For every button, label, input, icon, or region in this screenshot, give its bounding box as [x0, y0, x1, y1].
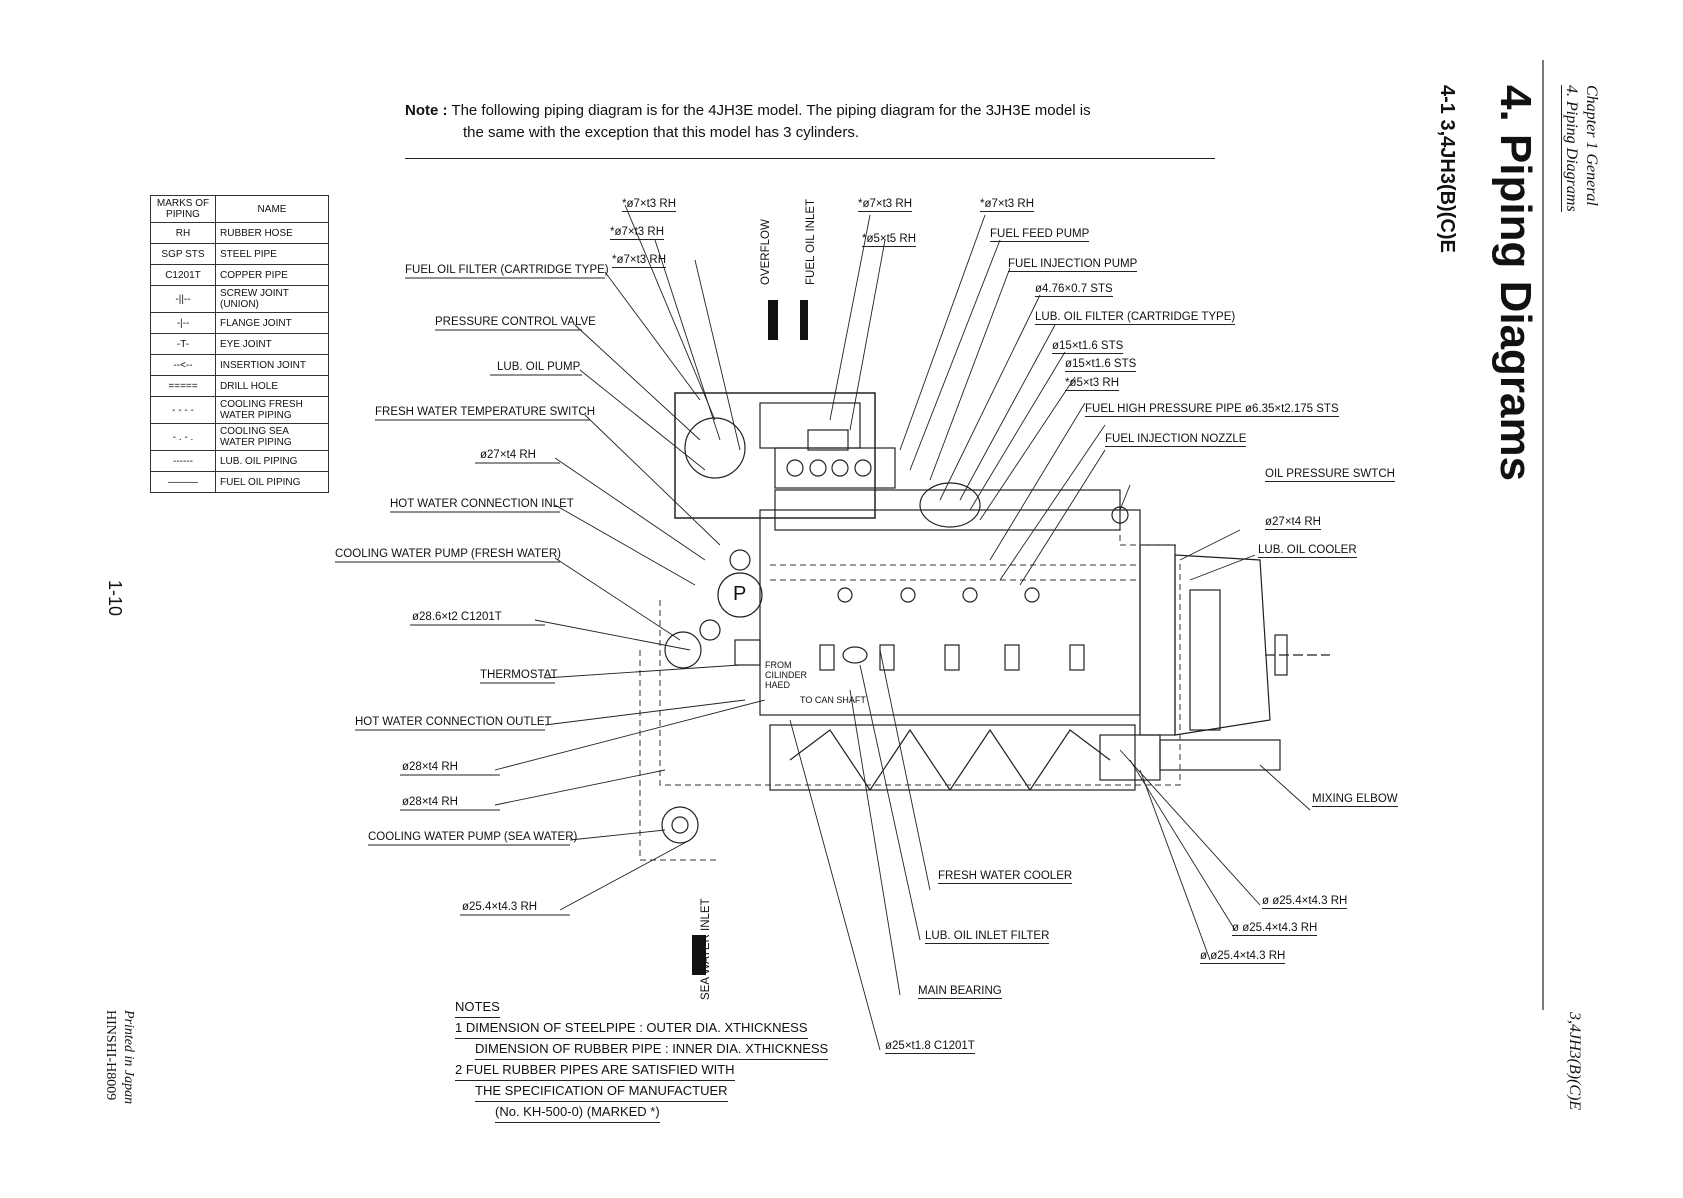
note-line2: the same with the exception that this mo…: [463, 124, 860, 141]
legend-row: -T-EYE JOINT: [150, 333, 329, 355]
label-cooling-pump-fresh: COOLING WATER PUMP (FRESH WATER): [335, 548, 561, 560]
page-number: 1-10: [105, 580, 125, 617]
page-title: 4. Piping Diagrams: [1491, 85, 1540, 482]
label-hot-water-outlet: HOT WATER CONNECTION OUTLET: [355, 716, 552, 728]
engine-block: [759, 509, 1141, 716]
legend-row: ———FUEL OIL PIPING: [150, 471, 329, 493]
label-top-7x3-d: *ø7×t3 RH: [858, 198, 913, 212]
label-pipe-25-4-r3: ø ø25.4×t4.3 RH: [1200, 950, 1286, 964]
label-pressure-control-valve: PRESSURE CONTROL VALVE: [435, 316, 596, 328]
label-pipe-27x4-left: ø27×t4 RH: [480, 449, 536, 461]
label-fuel-oil-inlet: FUEL OIL INLET: [805, 198, 817, 285]
label-top-7x3-a: *ø7×t3 RH: [622, 198, 677, 212]
label-overflow: OVERFLOW: [760, 219, 772, 285]
label-pipe-25-4-r1: ø ø25.4×t4.3 RH: [1262, 895, 1348, 909]
notes-line2: DIMENSION OF RUBBER PIPE : INNER DIA. XT…: [475, 1039, 829, 1060]
note-line1: The following piping diagram is for the …: [451, 102, 1091, 119]
label-top-7x3-c: *ø7×t3 RH: [612, 254, 667, 268]
printed-in: Printed in Japan: [121, 1010, 136, 1105]
label-sea-water-inlet: SEA WATER INLET: [700, 898, 712, 1000]
note-prefix: Note :: [405, 102, 448, 119]
label-lub-oil-pump: LUB. OIL PUMP: [497, 361, 581, 373]
label-fuel-injection-nozzle: FUEL INJECTION NOZZLE: [1105, 433, 1247, 447]
notes-block: NOTES 1 DIMENSION OF STEELPIPE : OUTER D…: [455, 997, 829, 1123]
label-fuel-high-pressure: FUEL HIGH PRESSURE PIPE ø6.35×t2.175 STS: [1085, 403, 1339, 417]
legend-row: =====DRILL HOLE: [150, 375, 329, 397]
label-p-symbol: P: [733, 583, 747, 605]
label-lub-oil-inlet-filter: LUB. OIL INLET FILTER: [925, 930, 1050, 944]
label-to-cam-shaft: TO CAN SHAFT: [800, 695, 866, 705]
label-fuel-oil-filter: FUEL OIL FILTER (CARTRIDGE TYPE): [405, 264, 609, 276]
page-subtitle: 4-1 3,4JH3(B)(C)E: [1436, 85, 1458, 253]
legend-row: --<--INSERTION JOINT: [150, 354, 329, 376]
label-oil-pressure-switch: OIL PRESSURE SWTCH: [1265, 468, 1395, 482]
label-pipe-25-4-left: ø25.4×t4.3 RH: [462, 901, 538, 913]
label-top-5x5: *ø5×t5 RH: [862, 233, 917, 247]
label-fresh-water-temp-switch: FRESH WATER TEMPERATURE SWITCH: [375, 406, 595, 418]
label-pipe-25x1-8: ø25×t1.8 C1201T: [885, 1040, 975, 1054]
legend-row: -|--FLANGE JOINT: [150, 312, 329, 334]
label-lub-oil-cooler: LUB. OIL COOLER: [1258, 544, 1357, 558]
notes-title: NOTES: [455, 997, 500, 1018]
label-cooling-pump-sea: COOLING WATER PUMP (SEA WATER): [368, 831, 578, 843]
label-pipe-27x4-right: ø27×t4 RH: [1265, 516, 1321, 530]
model-tag: 3,4JH3(B)(C)E: [1566, 1012, 1583, 1111]
notes-line3: 2 FUEL RUBBER PIPES ARE SATISFIED WITH: [455, 1060, 735, 1081]
notes-line1: 1 DIMENSION OF STEELPIPE : OUTER DIA. XT…: [455, 1018, 808, 1039]
label-pipe-28-6: ø28.6×t2 C1201T: [412, 611, 502, 623]
notes-line5: (No. KH-500-0) (MARKED *): [495, 1102, 660, 1123]
label-fresh-water-cooler: FRESH WATER COOLER: [938, 870, 1073, 884]
notes-line4: THE SPECIFICATION OF MANUFACTUER: [475, 1081, 728, 1102]
label-pipe-15-a: ø15×t1.6 STS: [1052, 340, 1124, 354]
label-fuel-injection-pump: FUEL INJECTION PUMP: [1008, 258, 1138, 272]
chapter-label: Chapter 1 General: [1583, 85, 1600, 206]
label-pipe-28x4-b: ø28×t4 RH: [402, 796, 458, 808]
label-fuel-feed-pump: FUEL FEED PUMP: [990, 228, 1090, 242]
doc-code: HINSHI-H8009: [103, 1010, 118, 1101]
legend-row: -||--SCREW JOINT (UNION): [150, 285, 329, 313]
label-main-bearing: MAIN BEARING: [918, 985, 1002, 999]
label-top-7x3-b: *ø7×t3 RH: [610, 226, 665, 240]
diagram-note: Note : The following piping diagram is f…: [405, 100, 1205, 144]
legend-row: - . - .COOLING SEA WATER PIPING: [150, 423, 329, 451]
label-lub-oil-filter: LUB. OIL FILTER (CARTRIDGE TYPE): [1035, 311, 1236, 325]
label-mixing-elbow: MIXING ELBOW: [1312, 793, 1398, 807]
label-pipe-28x4-a: ø28×t4 RH: [402, 761, 458, 773]
label-pipe-4-76: ø4.76×0.7 STS: [1035, 283, 1113, 297]
label-pipe-25-4-r2: ø ø25.4×t4.3 RH: [1232, 922, 1318, 936]
note-underline: [405, 158, 1215, 159]
label-from-cylinder-head: FROM CILINDER HAED: [765, 660, 808, 690]
label-pipe-5x3: *ø5×t3 RH: [1065, 377, 1120, 391]
label-top-7x3-e: *ø7×t3 RH: [980, 198, 1035, 212]
section-label: 4. Piping Diagrams: [1561, 85, 1580, 212]
label-hot-water-inlet: HOT WATER CONNECTION INLET: [390, 498, 574, 510]
label-thermostat: THERMOSTAT: [480, 669, 558, 681]
label-pipe-15-b: ø15×t1.6 STS: [1065, 358, 1137, 372]
